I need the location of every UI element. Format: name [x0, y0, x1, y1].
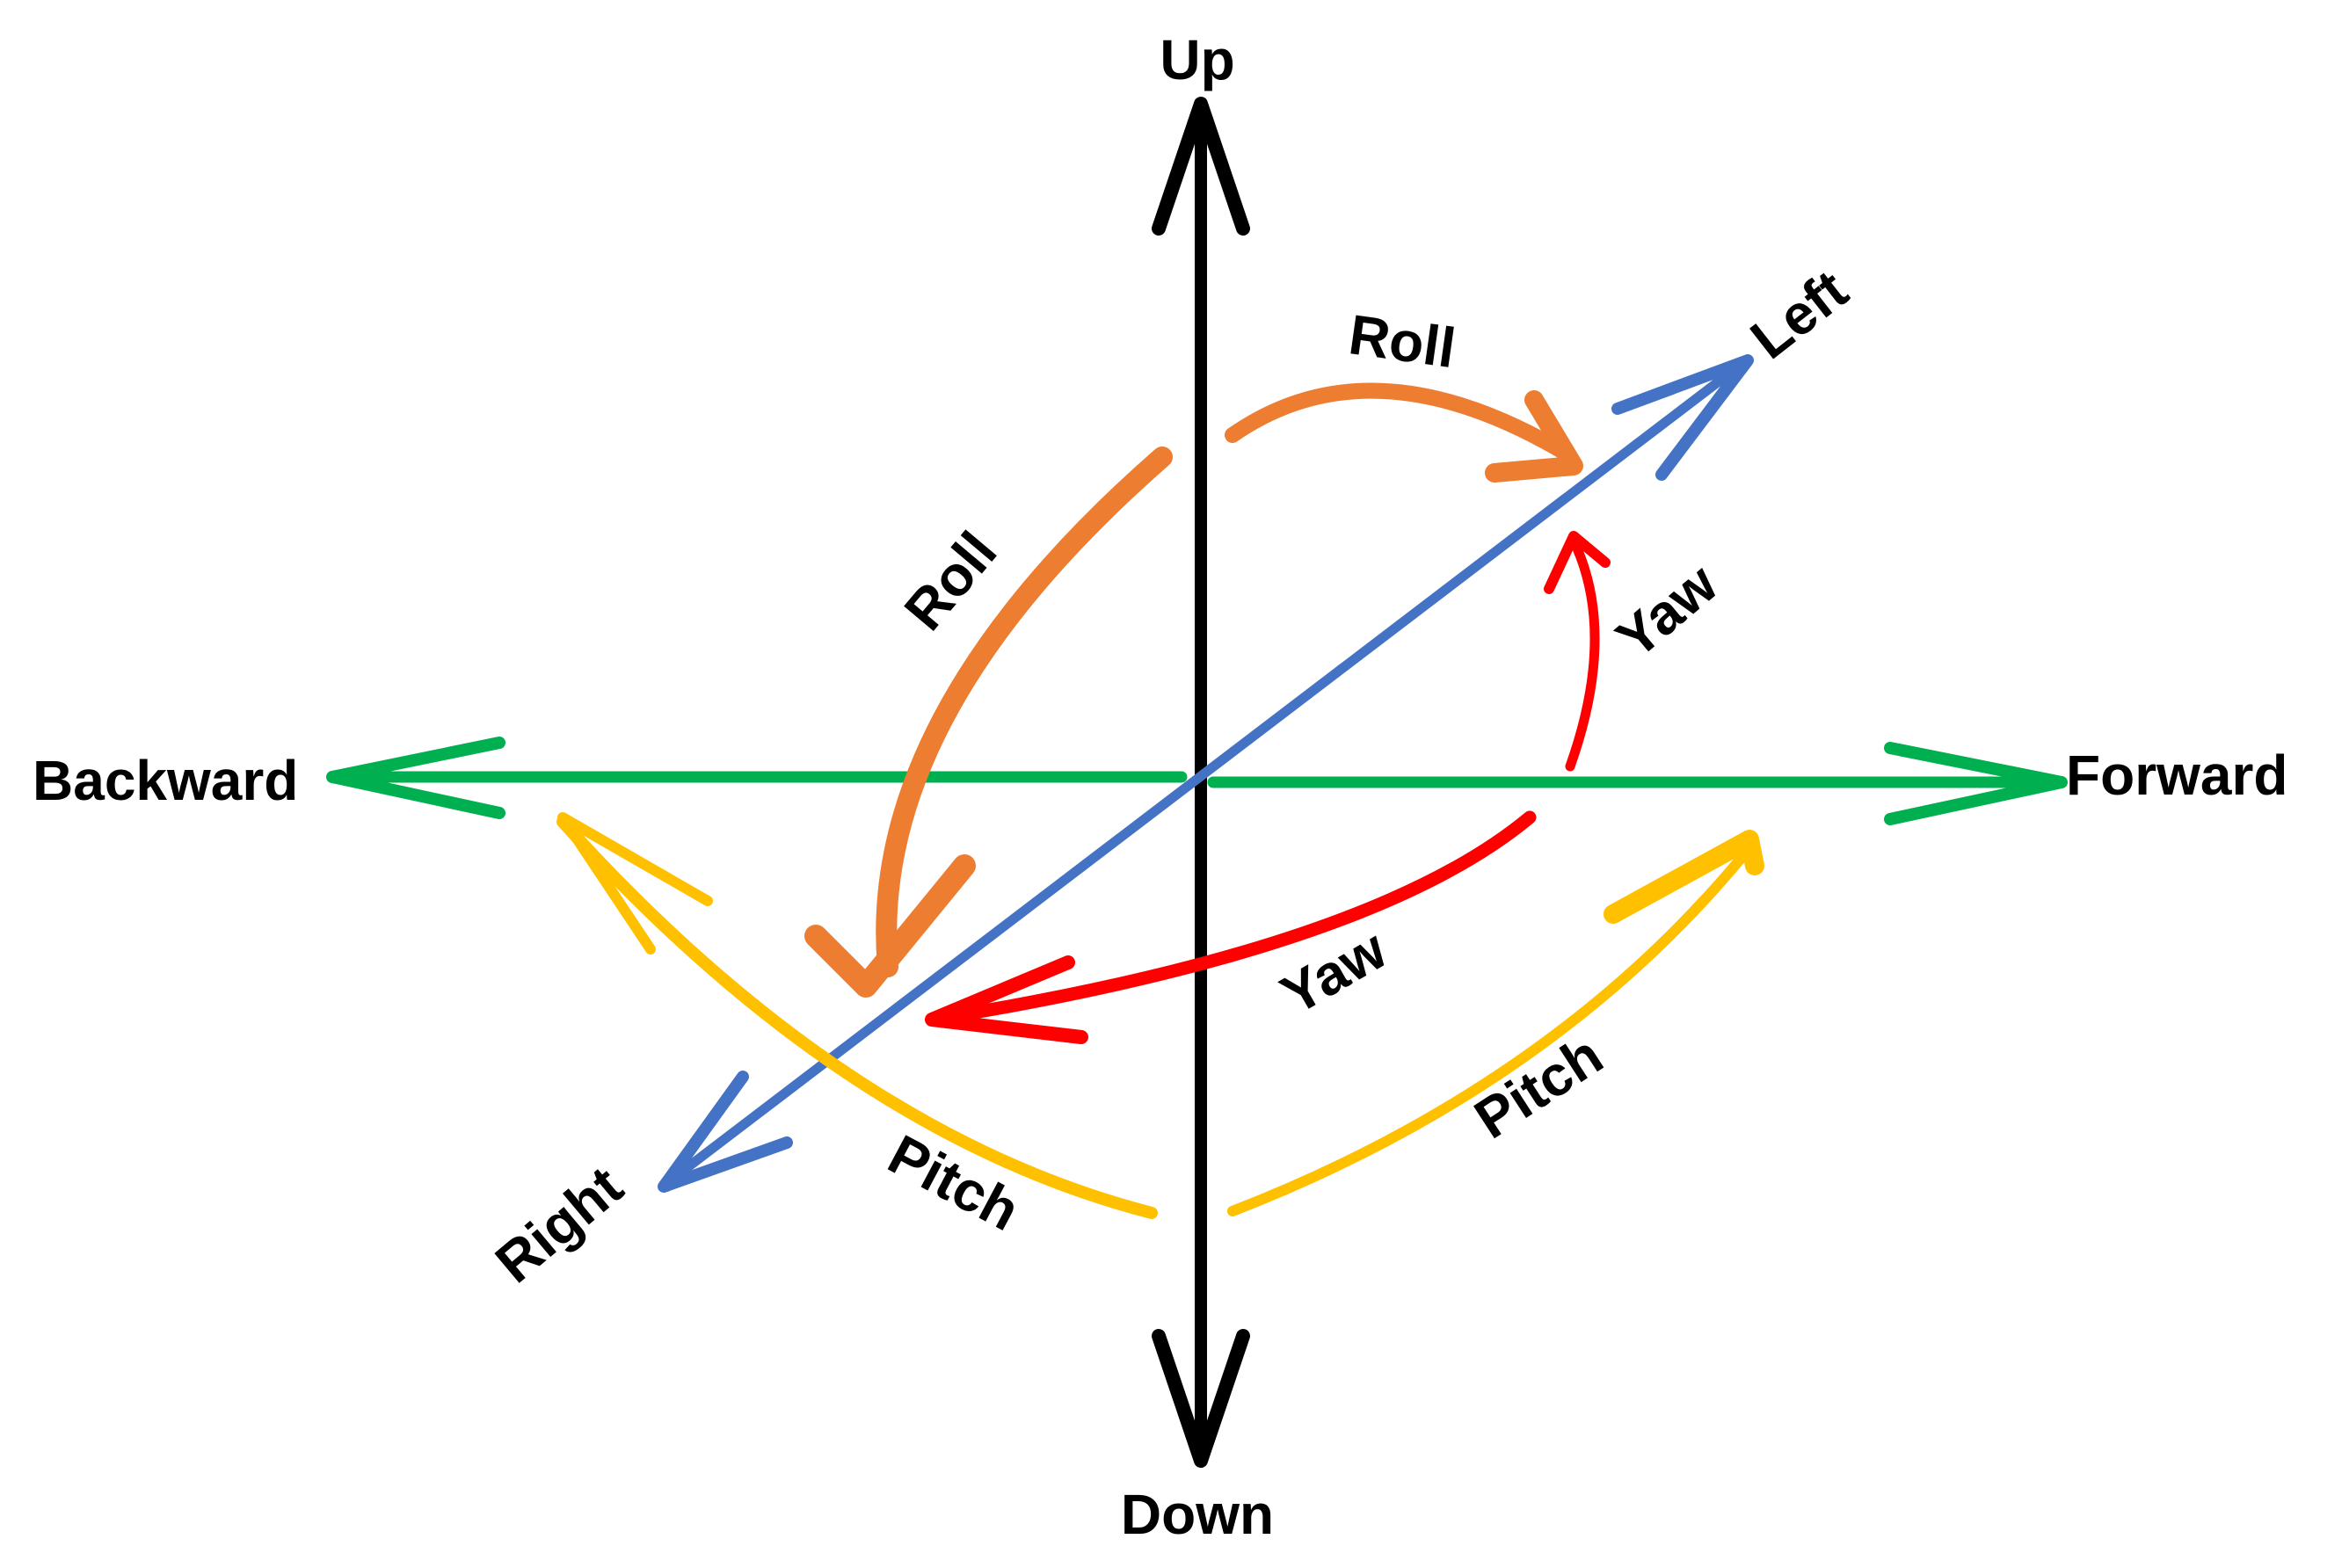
down-arrowhead: [1152, 1329, 1250, 1468]
up-arrowhead: [1152, 97, 1250, 236]
label-yaw-right: Yaw: [1604, 551, 1729, 670]
pitch-left-arc: [556, 816, 1158, 1219]
yaw-arrows: [925, 531, 1611, 1044]
yaw-bottom-arc: [925, 810, 1537, 1027]
roll-top-arrowhead: [1485, 390, 1583, 483]
label-forward: Forward: [2066, 744, 2287, 807]
label-backward: Backward: [33, 749, 298, 812]
yaw-right-arrowhead: [1544, 531, 1611, 594]
roll-arrows: [804, 382, 1583, 998]
left-right-shaft: [663, 359, 1746, 1187]
backward-arrowhead: [326, 737, 505, 819]
right-arrowhead: [658, 1071, 793, 1193]
roll-left-arc: [876, 446, 1173, 977]
pitch-left-arrowhead: [557, 812, 713, 955]
label-down: Down: [1121, 1483, 1274, 1546]
label-left: Left: [1739, 258, 1859, 371]
pitch-right-arrowhead: [1604, 830, 1764, 924]
label-right: Right: [484, 1154, 635, 1295]
yaw-right-arc: [1565, 535, 1600, 772]
left-right-axis: [658, 354, 1754, 1193]
yaw-bottom-arrowhead: [925, 955, 1088, 1044]
pitch-right-arc: [1227, 843, 1755, 1216]
label-up: Up: [1160, 28, 1234, 91]
label-roll-top: Roll: [1345, 302, 1459, 380]
roll-left-arrowhead: [804, 854, 976, 998]
pitch-arrows: [556, 812, 1764, 1219]
forward-arrowhead: [1884, 742, 2068, 825]
roll-top-arc: [1225, 382, 1573, 461]
left-arrowhead: [1611, 354, 1754, 481]
forward-backward-axis: [326, 737, 2068, 825]
up-down-axis: [1152, 97, 1250, 1468]
